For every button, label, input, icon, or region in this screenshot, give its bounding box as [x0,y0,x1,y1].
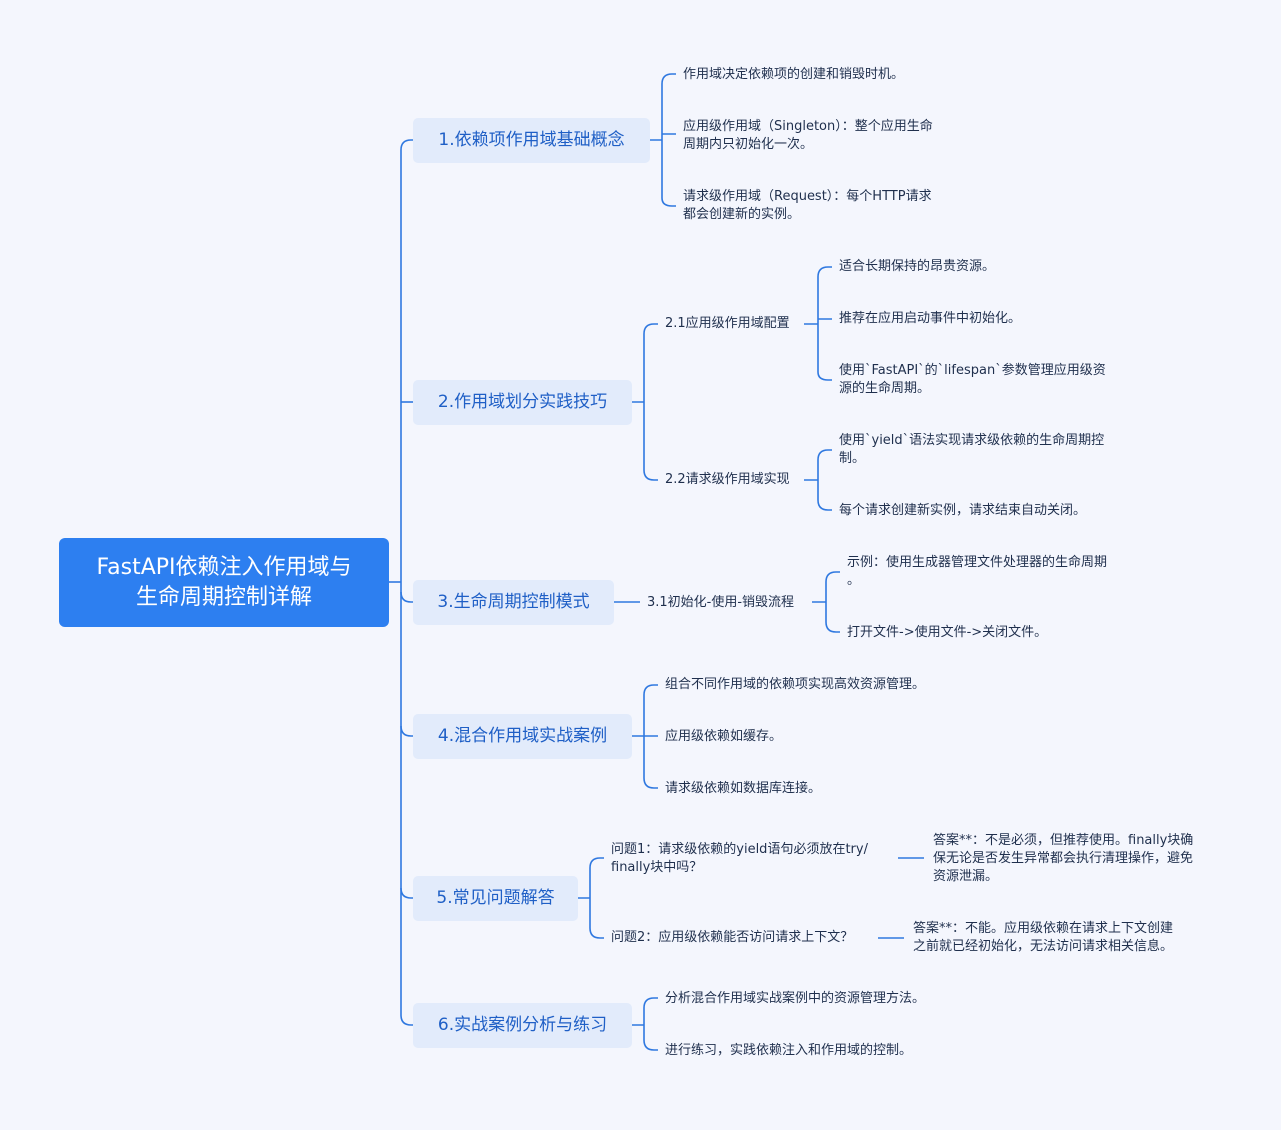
connector-branch-1 [400,139,413,151]
connector-b2-2 [804,449,832,511]
connector-branch-4 [400,725,413,737]
leaf-1-1[interactable]: 作用域决定依赖项的创建和销毁时机。 [683,67,905,82]
answer-2[interactable]: 答案**：不能。应用级依赖在请求上下文创建 之前就已经初始化，无法访问请求相关信… [913,921,1174,954]
leaf-4-2[interactable]: 应用级依赖如缓存。 [665,729,783,744]
connector-b2 [632,323,658,481]
branch-1[interactable]: 1.依赖项作用域基础概念 [413,118,650,163]
branch-3[interactable]: 3.生命周期控制模式 [413,580,614,625]
leaf-3-1-2[interactable]: 打开文件->使用文件->关闭文件。 [847,625,1048,640]
connector-b6 [632,997,658,1051]
question-1[interactable]: 问题1：请求级依赖的yield语句必须放在try/ finally块中吗？ [611,842,868,875]
question-2[interactable]: 问题2：应用级依赖能否访问请求上下文？ [611,930,854,945]
branch-2[interactable]: 2.作用域划分实践技巧 [413,380,632,425]
subtopic-3-1[interactable]: 3.1初始化-使用-销毁流程 [647,595,795,610]
leaf-2-1-2[interactable]: 推荐在应用启动事件中初始化。 [839,311,1022,326]
subtopic-2-2[interactable]: 2.2请求级作用域实现 [665,472,790,487]
connector-b4 [632,684,658,789]
leaf-2-2-2[interactable]: 每个请求创建新实例，请求结束自动关闭。 [839,503,1087,518]
leaf-1-3[interactable]: 请求级作用域（Request）：每个HTTP请求 都会创建新的实例。 [683,189,932,222]
leaf-2-1-1[interactable]: 适合长期保持的昂贵资源。 [839,259,996,274]
leaf-6-1[interactable]: 分析混合作用域实战案例中的资源管理方法。 [665,991,926,1006]
connector-branch-3 [400,591,413,603]
leaf-1-2[interactable]: 应用级作用域（Singleton）：整个应用生命 周期内只初始化一次。 [683,119,933,152]
branch-4[interactable]: 4.混合作用域实战案例 [413,714,632,759]
connector-branch-5 [400,887,413,899]
connector-branch-6 [400,1014,413,1026]
leaf-2-1-3[interactable]: 使用`FastAPI`的`lifespan`参数管理应用级资 源的生命周期。 [839,363,1106,396]
leaf-6-2[interactable]: 进行练习，实践依赖注入和作用域的控制。 [665,1043,913,1058]
branch-6[interactable]: 6.实战案例分析与练习 [413,1003,632,1048]
connector-b5 [578,857,604,939]
branch-5[interactable]: 5.常见问题解答 [413,876,578,921]
root-topic[interactable]: FastAPI依赖注入作用域与 生命周期控制详解 [59,538,389,627]
leaf-4-1[interactable]: 组合不同作用域的依赖项实现高效资源管理。 [665,677,926,692]
leaf-2-2-1[interactable]: 使用`yield`语法实现请求级依赖的生命周期控 制。 [839,433,1105,466]
subtopic-2-1[interactable]: 2.1应用级作用域配置 [665,316,790,331]
connector-b3-1 [812,571,840,633]
leaf-3-1-1[interactable]: 示例：使用生成器管理文件处理器的生命周期 。 [847,555,1108,588]
answer-1[interactable]: 答案**：不是必须，但推荐使用。finally块确 保无论是否发生异常都会执行清… [933,833,1194,884]
connector-b2-1 [804,266,832,381]
connector-b1 [650,73,676,207]
leaf-4-3[interactable]: 请求级依赖如数据库连接。 [665,781,822,796]
